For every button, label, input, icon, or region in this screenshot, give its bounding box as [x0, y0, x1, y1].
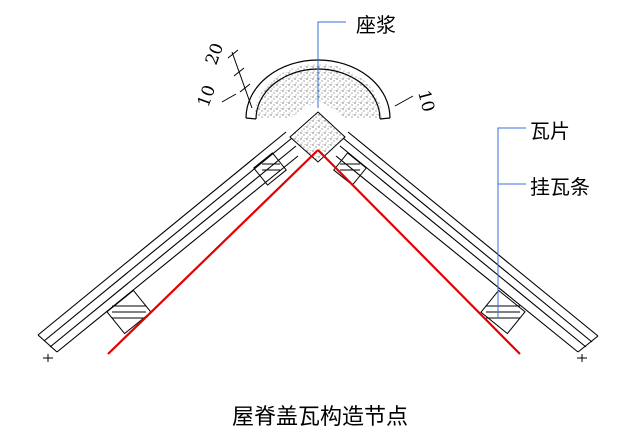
- tile-batten-right-lower: [480, 289, 526, 335]
- dimension-label-10-left: 10: [194, 83, 220, 110]
- dimension-label-10-right: 10: [413, 88, 438, 114]
- label-tile-batten: 挂瓦条: [530, 175, 590, 199]
- dimension-label-20: 20: [202, 41, 228, 68]
- label-tile: 瓦片: [530, 119, 570, 143]
- tile-batten-left-lower: [106, 289, 152, 335]
- right-roof-slope: [335, 131, 599, 353]
- rafter-lines: [107, 149, 521, 355]
- tile-batten-left-upper: [253, 152, 287, 186]
- slope-end-markers: [43, 354, 587, 362]
- leader-lines: [317, 21, 526, 318]
- dimension-marks: [221, 49, 414, 109]
- figure-caption: 屋脊盖瓦构造节点: [232, 405, 408, 430]
- left-roof-slope: [37, 131, 299, 353]
- label-mortar-bed: 座浆: [356, 13, 396, 37]
